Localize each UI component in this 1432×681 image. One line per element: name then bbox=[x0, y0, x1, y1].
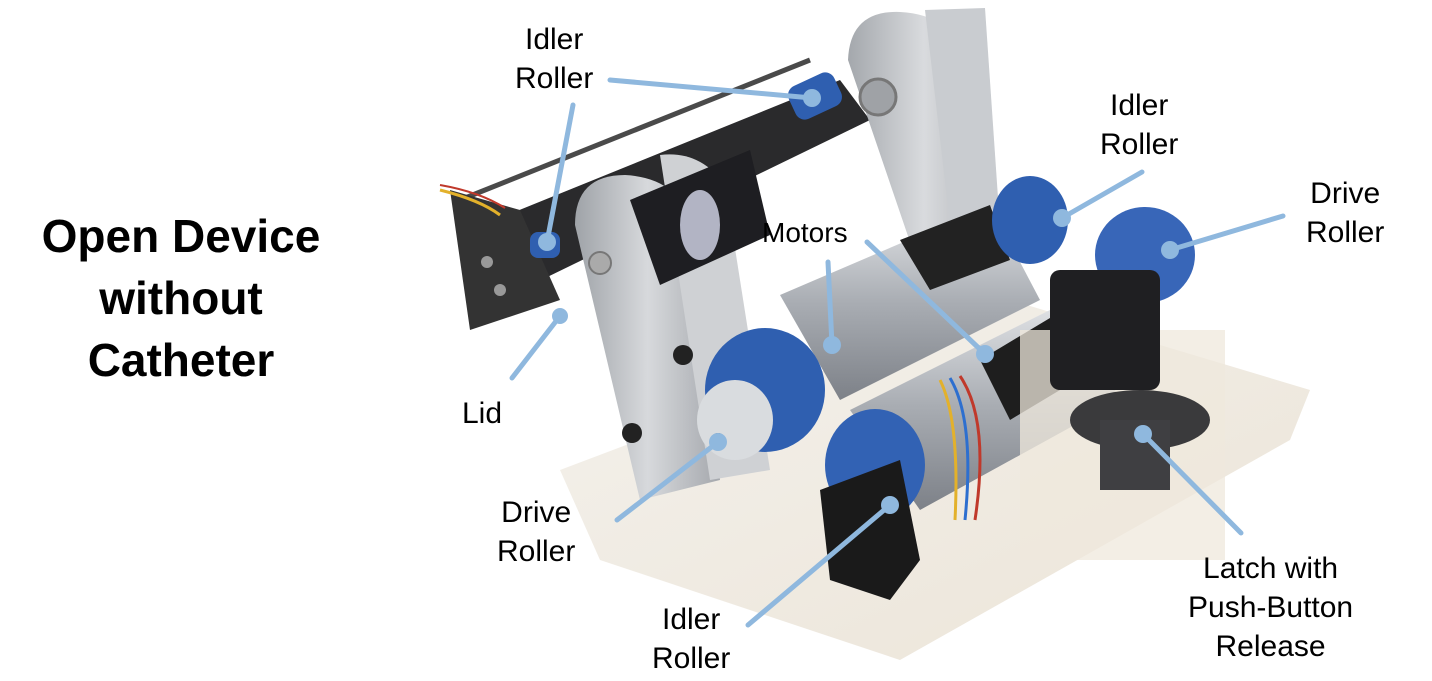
label-line: Roller bbox=[1306, 216, 1385, 249]
label-line: Roller bbox=[515, 62, 594, 95]
title-line: without bbox=[99, 272, 263, 324]
label-drive-roller-right: Drive Roller bbox=[1306, 174, 1384, 252]
latch-assembly bbox=[1020, 270, 1225, 560]
label-latch: Latch with Push-Button Release bbox=[1188, 549, 1353, 666]
side-plates bbox=[575, 8, 1005, 500]
label-line: Push-Button bbox=[1188, 591, 1354, 624]
label-line: Roller bbox=[652, 642, 731, 675]
label-line: Drive bbox=[501, 496, 572, 529]
title-line: Catheter bbox=[87, 334, 275, 386]
figure-title: Open Device without Catheter bbox=[0, 205, 362, 391]
title-line: Open Device bbox=[41, 210, 321, 262]
label-idler-roller-top-right: Idler Roller bbox=[1100, 86, 1178, 164]
label-line: Drive bbox=[1310, 177, 1381, 210]
label-line: Idler bbox=[525, 23, 584, 56]
label-line: Idler bbox=[662, 603, 721, 636]
label-line: Lid bbox=[462, 397, 503, 430]
label-line: Motors bbox=[762, 217, 848, 248]
label-line: Roller bbox=[497, 535, 576, 568]
rail-assembly bbox=[450, 57, 870, 330]
label-line: Idler bbox=[1110, 89, 1169, 122]
label-line: Latch with bbox=[1203, 552, 1339, 585]
label-lid: Lid bbox=[462, 394, 502, 433]
label-line: Roller bbox=[1100, 128, 1179, 161]
label-line: Release bbox=[1215, 630, 1326, 663]
label-drive-roller-left: Drive Roller bbox=[497, 493, 575, 571]
label-motors: Motors bbox=[762, 213, 848, 252]
label-idler-roller-top-left: Idler Roller bbox=[515, 20, 593, 98]
label-idler-roller-bottom: Idler Roller bbox=[652, 600, 730, 678]
